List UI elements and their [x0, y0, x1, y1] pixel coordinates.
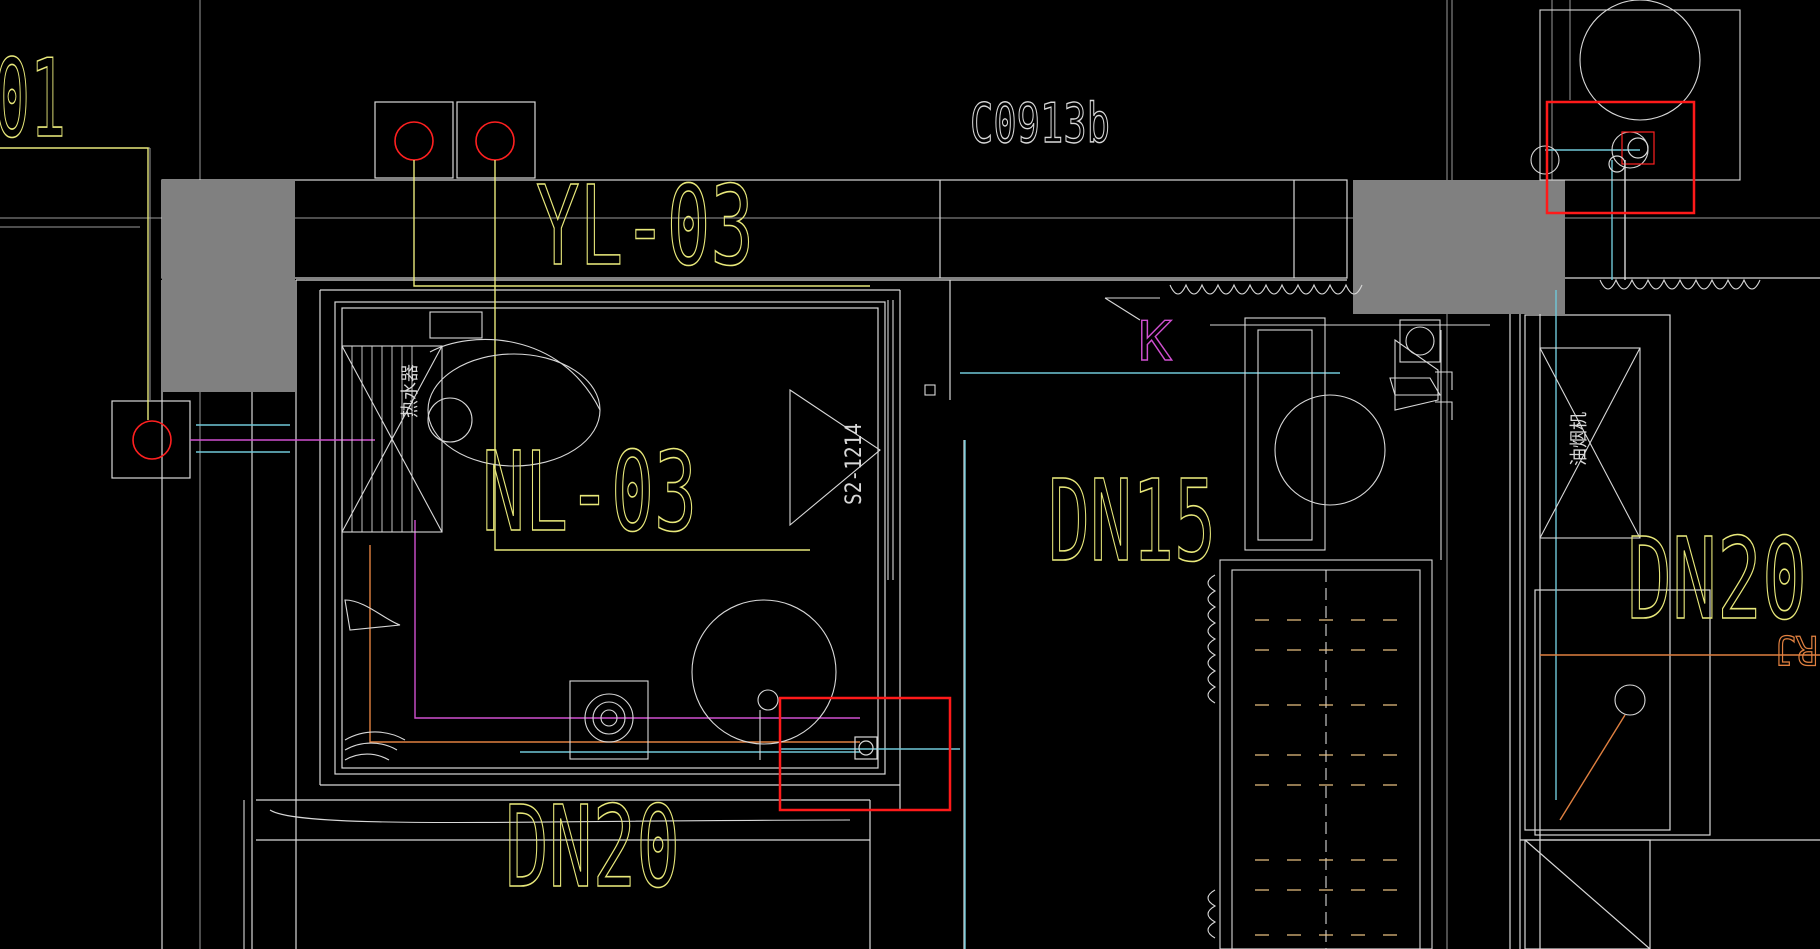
concrete-columns: [162, 180, 1565, 392]
radiators: [1169, 278, 1761, 939]
label-window-code: S2-1214: [842, 423, 867, 505]
label-riser-nl[interactable]: NL-03: [481, 427, 698, 557]
floor-drain-box: [569, 680, 649, 760]
pipe-lines: [0, 147, 1820, 949]
label-riser-yl[interactable]: YL-03: [535, 161, 755, 291]
label-pipe-k[interactable]: K: [1137, 309, 1173, 373]
highlight-box-bottom[interactable]: [778, 696, 952, 812]
door-swing: [789, 388, 881, 527]
wall-outlines: [161, 179, 1820, 949]
highlighted-fixtures: [854, 131, 1655, 760]
label-pipe-dn15[interactable]: DN15: [1047, 456, 1217, 588]
label-pipe-dn20-right[interactable]: DN20: [1626, 514, 1808, 646]
label-edge-fragment: 01: [0, 37, 66, 162]
highlight-box-top-right[interactable]: [1545, 100, 1696, 215]
label-range-hood: 油烟机: [1569, 412, 1590, 466]
kitchen-fixtures: [1210, 317, 1490, 949]
shower-area: [691, 599, 837, 745]
label-pipe-rj[interactable]: RJ: [1773, 625, 1818, 672]
label-water-heater: 热水器: [400, 364, 421, 418]
column-right: [1353, 180, 1565, 314]
drawing-labels: C0913b 01 YL-03 NL-03 DN15 DN20 DN20 K R…: [0, 36, 1819, 914]
column-left: [162, 180, 295, 392]
label-door-code: C0913b: [970, 92, 1110, 155]
fixtures: [341, 300, 894, 761]
highlight-boxes: [778, 100, 1696, 812]
riser-left-circle[interactable]: [132, 420, 172, 460]
label-pipe-dn20-bottom[interactable]: DN20: [504, 782, 681, 914]
misc-symbols: [243, 297, 1453, 949]
